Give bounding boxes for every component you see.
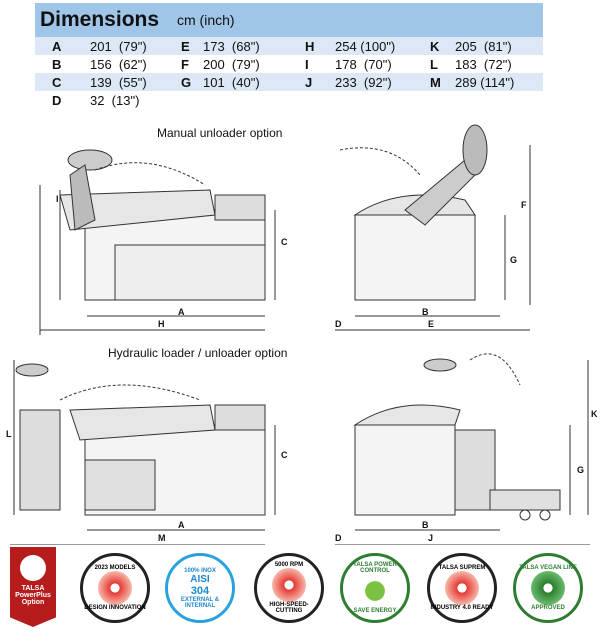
badge-top: 5000 RPM xyxy=(274,562,304,568)
dimension-key: B xyxy=(52,57,62,72)
dim-label-i: I xyxy=(56,194,59,204)
hydraulic-front-view xyxy=(335,353,590,545)
dimension-value: 205 (81") xyxy=(455,39,512,54)
dimension-key: K xyxy=(430,39,440,54)
feature-badges: TALSA PowerPlus Option 2023 MODELS DESIGN… xyxy=(0,545,600,632)
badge-top: 100% INOX xyxy=(184,567,216,574)
table-row: A 201 (79") E 173 (68") H 254 (100") K 205 (81"… xyxy=(35,37,543,55)
dim-label-c: C xyxy=(281,237,288,247)
dim-label-k: K xyxy=(591,409,598,419)
dim-label-h: H xyxy=(158,319,165,329)
dim-label-m: M xyxy=(158,533,166,543)
power-control-badge: TALSA POWER CONTROL SAVE ENERGY xyxy=(340,553,410,623)
hydraulic-caption: Hydraulic loader / unloader option xyxy=(108,346,288,360)
dim-label-b2: B xyxy=(422,520,429,530)
vegan-badge: TALSA VEGAN LINE APPROVED xyxy=(513,553,583,623)
table-title: Dimensions xyxy=(40,8,160,31)
powerplus-line3: Option xyxy=(21,599,45,606)
dimension-key: H xyxy=(305,39,315,54)
dimension-value: 101 (40") xyxy=(203,75,260,90)
dimension-key: G xyxy=(181,75,192,90)
blade-icon xyxy=(445,571,479,605)
badge-bottom: INDUSTRY 4.0 READY xyxy=(430,605,494,611)
hydraulic-side-view xyxy=(10,360,276,545)
powerplus-badge: TALSA PowerPlus Option xyxy=(10,547,56,627)
badge-center2: 304 xyxy=(190,584,210,597)
manual-caption: Manual unloader option xyxy=(157,126,283,140)
dim-label-a: A xyxy=(178,307,185,317)
dimension-key: L xyxy=(430,57,438,72)
dimension-key: J xyxy=(305,75,313,90)
dimension-value: 201 (79") xyxy=(90,39,147,54)
badge-bottom: APPROVED xyxy=(531,605,565,611)
dimension-value: 200 (79") xyxy=(203,57,260,72)
badge-top: 2023 MODELS xyxy=(94,565,136,571)
dim-label-j: J xyxy=(428,533,434,543)
badge-bottom: DESIGN INNOVATION xyxy=(84,605,146,611)
dim-label-g2: G xyxy=(577,465,585,475)
dim-label-c2: C xyxy=(281,450,288,460)
dimensions-table: Dimensions cm (inch) A 201 (79") E 173 (68"… xyxy=(35,3,543,109)
dim-label-e: E xyxy=(428,319,435,329)
table-header: Dimensions cm (inch) xyxy=(35,3,543,37)
dim-label-f: F xyxy=(521,200,527,210)
dimension-value: 139 (55") xyxy=(90,75,147,90)
badge-bottom: SAVE ENERGY xyxy=(353,608,397,614)
dimension-key: C xyxy=(52,75,62,90)
manual-side-view xyxy=(39,149,276,335)
blade-icon xyxy=(272,568,306,602)
manual-front-view xyxy=(335,124,531,331)
table-row: C 139 (55") G 101 (40") J 233 (92") M 289 (114"… xyxy=(35,73,543,91)
dimension-key: D xyxy=(52,93,62,108)
dimension-key: M xyxy=(430,75,441,90)
dimension-key: I xyxy=(305,57,309,72)
dim-label-g: G xyxy=(510,255,518,265)
machine-drawings xyxy=(10,124,590,545)
dimension-value: 254 (100") xyxy=(335,39,396,54)
plug-leaf-icon xyxy=(358,574,392,608)
dimension-key: F xyxy=(181,57,189,72)
suprem-badge: TALSA SUPREM INDUSTRY 4.0 READY xyxy=(427,553,497,623)
models-badge: 2023 MODELS DESIGN INNOVATION xyxy=(80,553,150,623)
badge-center1: AISI xyxy=(190,573,210,585)
gauge-icon xyxy=(20,555,46,581)
blade-icon xyxy=(531,571,565,605)
dim-label-d2: D xyxy=(335,533,342,543)
dimension-value: 289 (114") xyxy=(455,75,515,90)
badge-top: TALSA VEGAN LINE xyxy=(519,565,577,571)
powerplus-line1: TALSA xyxy=(21,585,45,592)
dimension-value: 183 (72") xyxy=(455,57,512,72)
dim-label-a2: A xyxy=(178,520,185,530)
dimension-value: 173 (68") xyxy=(203,39,260,54)
dim-label-l: L xyxy=(6,429,12,439)
dimension-key: E xyxy=(181,39,190,54)
dimension-value: 156 (62") xyxy=(90,57,147,72)
table-row: B 156 (62") F 200 (79") I 178 (70") L 183 (72") xyxy=(35,55,543,73)
badge-top: TALSA SUPREM xyxy=(438,565,486,571)
dimension-key: A xyxy=(52,39,62,54)
dimension-value: 233 (92") xyxy=(335,75,392,90)
blade-icon xyxy=(98,571,132,605)
dim-label-d: D xyxy=(335,319,342,329)
powerplus-line2: PowerPlus xyxy=(15,592,51,599)
table-row: D 32 (13") xyxy=(35,91,543,109)
dimension-value: 178 (70") xyxy=(335,57,392,72)
badge-bottom: HIGH-SPEED-CUTTING xyxy=(269,602,309,614)
dim-label-b: B xyxy=(422,307,429,317)
badge-bottom: EXTERNAL & INTERNAL xyxy=(180,596,220,609)
dimension-value: 32 (13") xyxy=(90,93,140,108)
badge-top: TALSA POWER CONTROL xyxy=(353,562,397,574)
rpm-badge: 5000 RPM HIGH-SPEED-CUTTING xyxy=(254,553,324,623)
table-unit: cm (inch) xyxy=(177,12,235,28)
